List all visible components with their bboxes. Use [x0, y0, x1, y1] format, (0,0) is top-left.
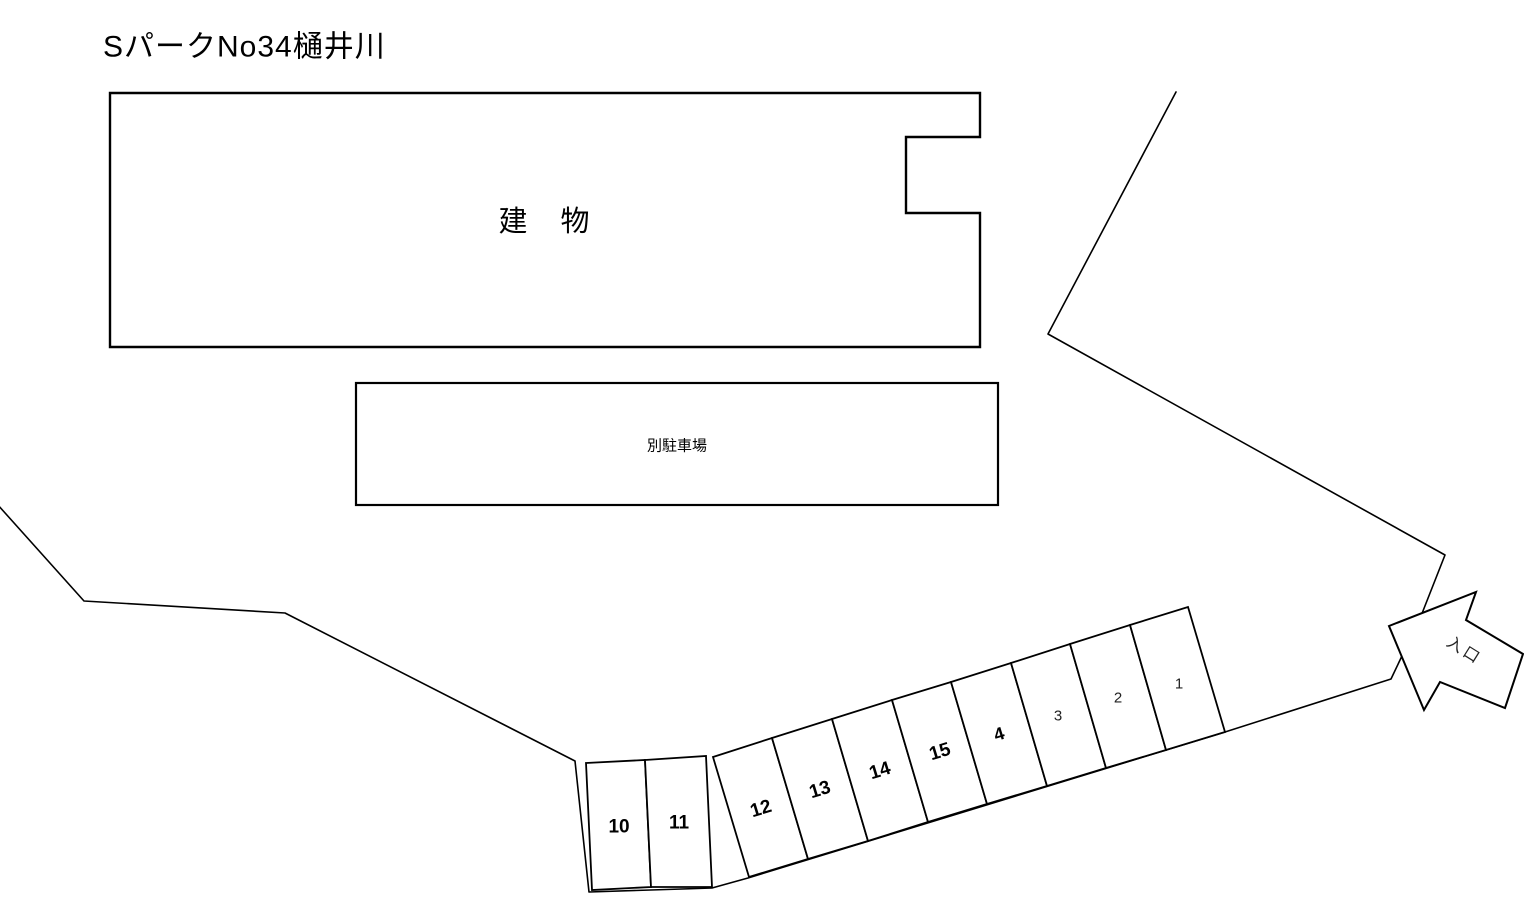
building-outline	[108, 91, 982, 349]
annex-parking-label: 別駐車場	[647, 438, 707, 455]
parking-space-label-3: 3	[1054, 708, 1062, 725]
entrance-arrow	[1387, 590, 1524, 713]
parking-space-label-1: 1	[1175, 676, 1183, 693]
building-label: 建 物	[498, 205, 591, 238]
annex-parking-outline	[354, 381, 1000, 507]
parking-space-11	[644, 755, 713, 888]
map-title: SパークNo34樋井川	[103, 31, 386, 64]
parking-space-label-2: 2	[1114, 690, 1122, 707]
parking-space-label-10: 10	[608, 817, 629, 838]
parking-space-1	[1128, 605, 1227, 752]
road-boundary-line	[1047, 91, 1446, 617]
parking-space-label-11: 11	[669, 813, 690, 834]
site-boundary-line	[0, 506, 1422, 893]
